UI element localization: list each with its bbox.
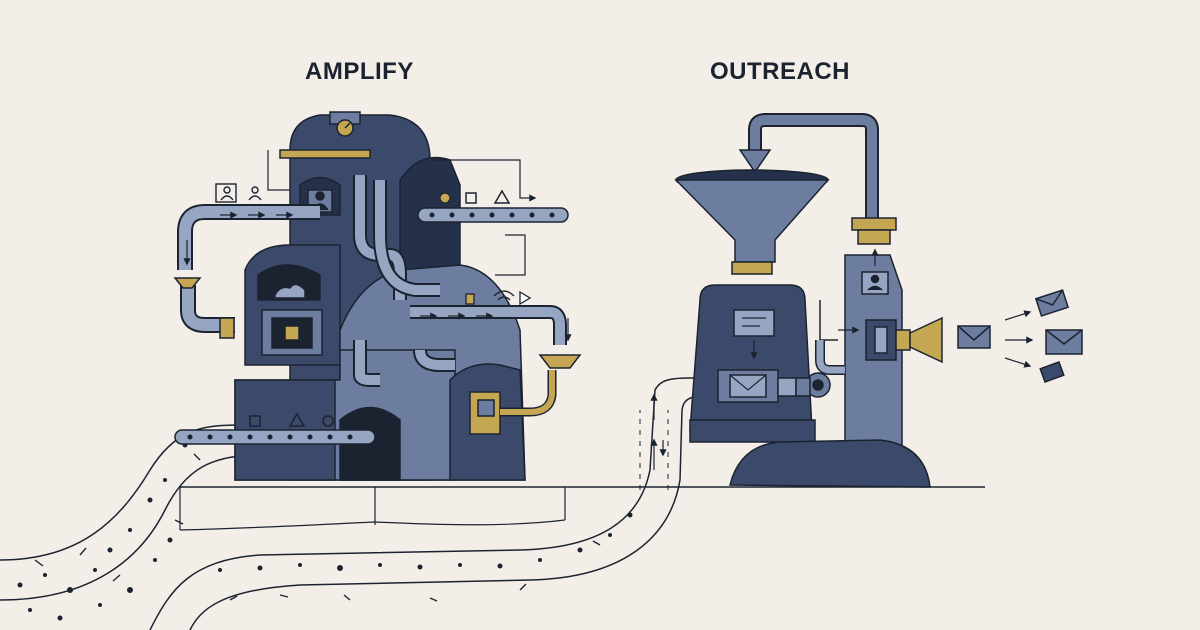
envelope-icon	[729, 374, 767, 398]
envelope-icon	[957, 289, 1083, 383]
outreach-machine	[674, 113, 943, 488]
person-icon	[215, 183, 262, 203]
person-icon	[870, 274, 880, 284]
conveyor-belt-top	[417, 189, 569, 223]
particle-stream	[0, 377, 721, 630]
amplify-label: AMPLIFY	[305, 58, 414, 85]
amplify-machine	[173, 111, 582, 481]
feed-arrows	[650, 393, 667, 470]
person-icon	[315, 191, 325, 201]
outreach-label: OUTREACH	[710, 58, 850, 85]
signal-icon	[465, 290, 532, 306]
megaphone-icon	[909, 316, 943, 364]
conveyor-belt-bottom	[174, 412, 376, 445]
flow-arrows-amplify	[183, 150, 572, 342]
flow-arrows-outreach	[838, 248, 1034, 368]
